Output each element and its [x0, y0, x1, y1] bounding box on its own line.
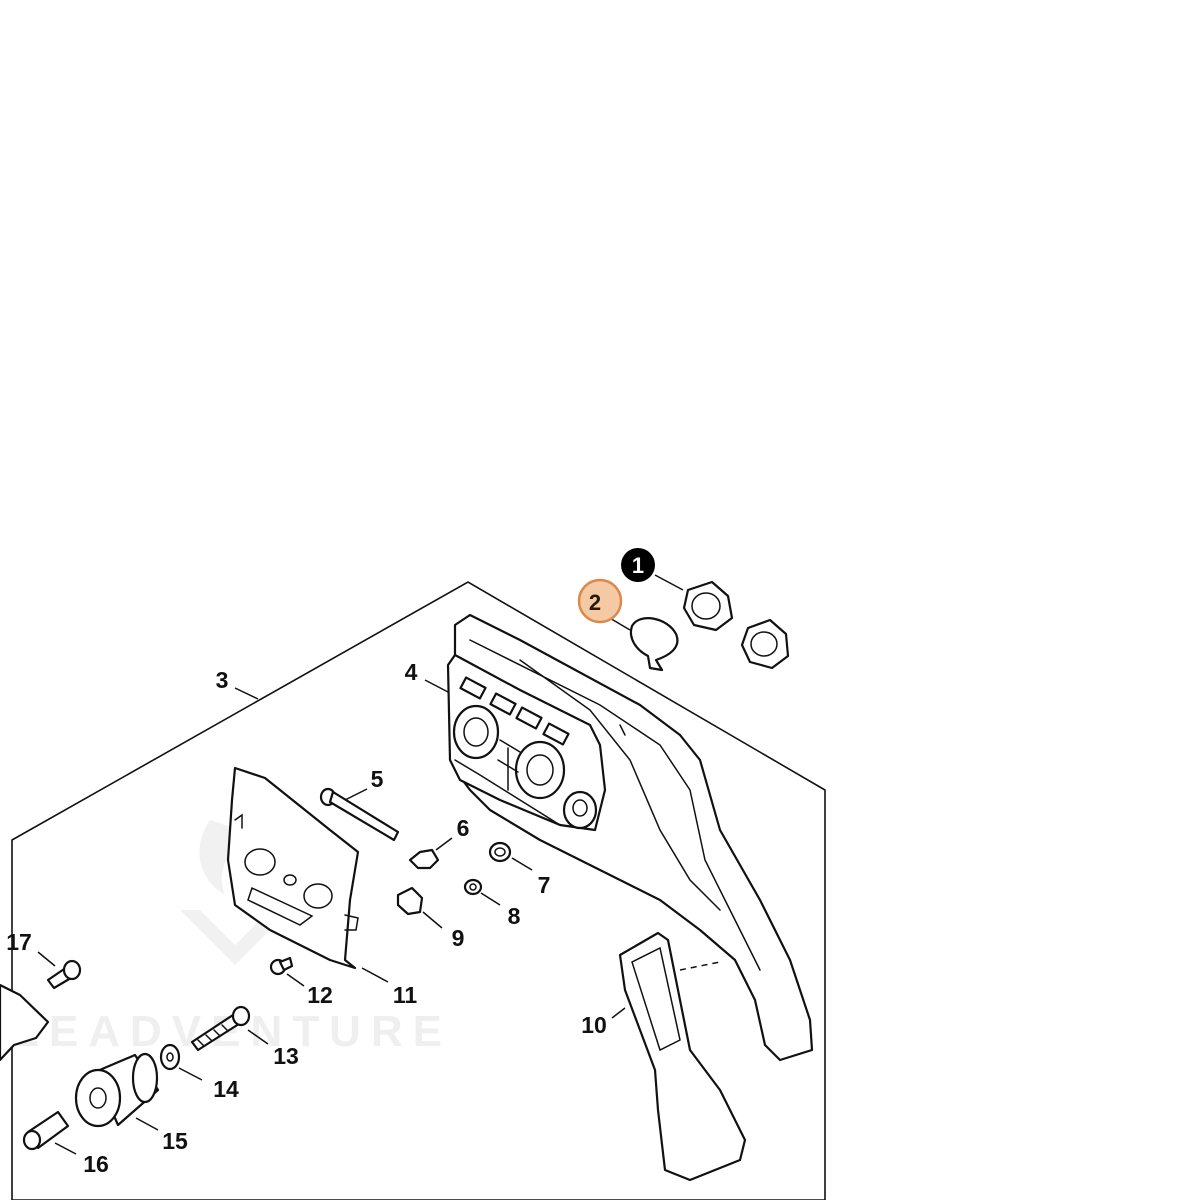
- left-fragment: [0, 983, 50, 1062]
- callout-16: 16: [83, 1151, 109, 1177]
- part-7-nut: [488, 841, 512, 863]
- part-16-sleeve: [22, 1110, 70, 1151]
- callout-1-badge: [621, 548, 655, 582]
- callout-14: 14: [213, 1076, 239, 1102]
- callout-2-ring: [579, 580, 621, 622]
- part-9-slider: [396, 886, 424, 916]
- callout-6: 6: [457, 815, 470, 841]
- callout-17: 17: [6, 929, 32, 955]
- part-11-guide-plate: [226, 766, 360, 970]
- part-15-sleeve: [74, 1052, 160, 1128]
- callout-7: 7: [538, 872, 551, 898]
- part-5-bolt: [319, 787, 400, 842]
- callout-12: 12: [307, 982, 333, 1008]
- part-6-pin: [408, 848, 440, 870]
- callout-4: 4: [405, 659, 418, 685]
- callout-5: 5: [371, 766, 384, 792]
- leader-lines: [37, 574, 684, 1155]
- part-8-washer: [463, 878, 483, 896]
- callout-8: 8: [508, 903, 521, 929]
- sprocket-cover: [446, 613, 814, 1062]
- callout-3: 3: [216, 667, 229, 693]
- assembly-frame: [11, 581, 826, 1200]
- part-1-nut-b: [740, 618, 790, 670]
- part-10-slide-plate: [618, 931, 747, 1182]
- part-14-washer: [159, 1043, 181, 1071]
- part-2-clip: [629, 617, 679, 672]
- callout-2-label: 2: [589, 590, 601, 615]
- callout-9: 9: [452, 925, 465, 951]
- callout-10: 10: [581, 1012, 607, 1038]
- part-13-screw: [190, 1005, 251, 1052]
- callout-15: 15: [162, 1128, 188, 1154]
- callout-2-ring-stroke: [577, 578, 623, 624]
- callout-2-highlight: 2: [577, 578, 623, 624]
- callout-13: 13: [273, 1043, 299, 1069]
- callout-1: 1: [621, 548, 655, 582]
- part-1-nut-a: [682, 580, 734, 632]
- part-12-screw: [269, 956, 294, 976]
- part-17-bolt: [46, 959, 82, 990]
- callout-1-label: 1: [632, 553, 644, 578]
- callout-11: 11: [393, 982, 418, 1008]
